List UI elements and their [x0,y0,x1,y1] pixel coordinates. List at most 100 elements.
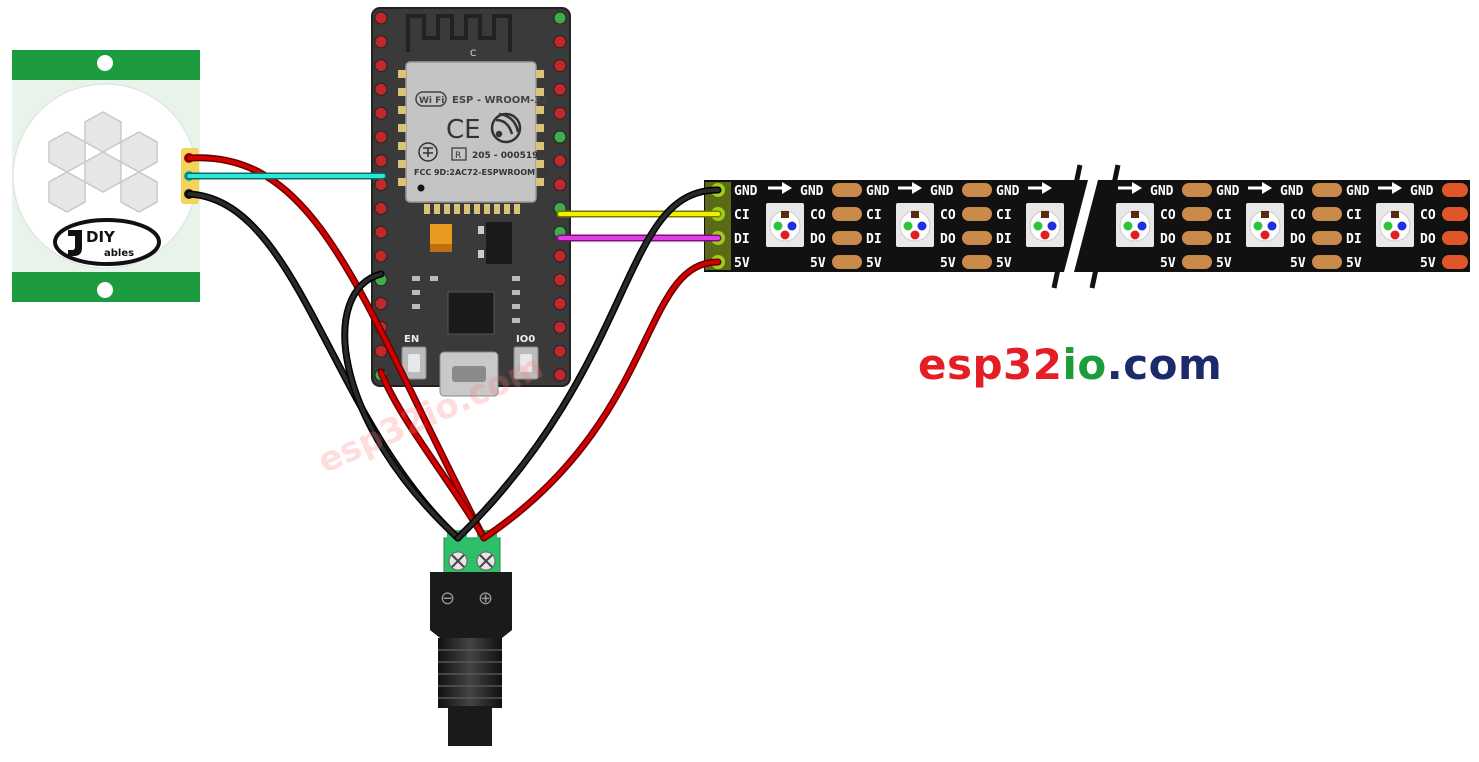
esp32-left-pin[interactable] [374,82,388,96]
diyables-logo-subtext: ables [104,248,134,259]
strip-label-gnd: GND [1410,184,1434,199]
usb-uart-chip [447,291,495,335]
wire-esp-vin [379,370,486,540]
esp32-left-pin[interactable] [374,344,388,358]
strip-label-di: DI [734,232,750,247]
strip-label-di: DI [866,232,882,247]
rgb-led-chip [766,203,804,247]
esp32-right-pin[interactable] [553,130,567,144]
data-direction-arrow-icon [1118,182,1142,194]
strip-label-5v: 5V [810,256,826,271]
strip-label-co: CO [940,208,956,223]
strip-solder-pad [1442,183,1468,197]
module-side-pad [398,142,406,150]
strip-solder-pad [962,255,992,269]
module-side-pad [398,124,406,132]
esp32-right-pin[interactable] [553,297,567,311]
wires [185,154,722,542]
strip-segments: GND GND CO CI DO DI 5V 5V GND GND CO CI DO DI 5V 5V GND G… [766,182,1468,271]
strip-label-co: CO [810,208,826,223]
strip-label-gnd: GND [800,184,824,199]
esp32-right-pin[interactable] [553,82,567,96]
esp32-left-pin[interactable] [374,106,388,120]
esp32-right-pin[interactable] [553,368,567,382]
strip-label-5v: 5V [1160,256,1176,271]
brand-part-io: io [1062,340,1107,389]
strip-label-co: CO [1290,208,1306,223]
strip-solder-pad [1442,255,1468,269]
polarity-minus-label: ⊖ [440,588,455,609]
antenna-trace [406,14,512,52]
esp32-right-pin[interactable] [553,35,567,49]
wire-pir-vcc [187,155,486,540]
wire-strip-gnd [456,188,720,540]
regulatory-id: 205 - 000519 [472,151,538,161]
diyables-logo-text: DIY [86,228,116,246]
strip-solder-pad [832,255,862,269]
module-side-pad [536,106,544,114]
module-side-pad [536,88,544,96]
rgb-led-chip [896,203,934,247]
esp32-left-pin[interactable] [374,225,388,239]
strip-label-gnd: GND [930,184,954,199]
io0-label: IO0 [516,334,535,345]
rgb-led-chip [1026,203,1064,247]
data-direction-arrow-icon [898,182,922,194]
rgb-led-chip [1116,203,1154,247]
strip-solder-pad [1182,255,1212,269]
strip-label-5v: 5V [1290,256,1306,271]
strip-label-di: DI [1346,232,1362,247]
strip-label-gnd: GND [1346,184,1370,199]
svg-text:R: R [455,151,461,161]
esp32-left-pin[interactable] [374,35,388,49]
esp32-left-pin[interactable] [374,130,388,144]
esp32-right-pin[interactable] [553,106,567,120]
strip-label-gnd: GND [1150,184,1174,199]
esp32-left-pin[interactable] [374,154,388,168]
strip-label-do: DO [1160,232,1176,247]
esp32-right-pin[interactable] [553,344,567,358]
esp32-left-pin[interactable] [374,59,388,73]
strip-label-ci: CI [734,208,750,223]
esp32-left-pin[interactable] [374,249,388,263]
fcc-id: FCC 9D:2AC72-ESPWROOM 32 [414,168,549,177]
voltage-regulator [486,222,512,264]
data-direction-arrow-icon [1378,182,1402,194]
strip-solder-pad [1312,207,1342,221]
data-direction-arrow-icon [768,182,792,194]
led-strip: GND CI DI 5V GND GND CO CI DO DI 5V 5V GND GND CO C… [704,164,1470,289]
esp32-right-pin[interactable] [553,11,567,25]
esp32-right-pin[interactable] [553,249,567,263]
esp32-board: C Wi Fi ESP - WROOM-32 CE R 205 - 000519… [371,7,571,397]
esp32-left-pin[interactable] [374,297,388,311]
strip-label-gnd: GND [1216,184,1240,199]
module-side-pad [398,88,406,96]
module-side-pad [398,160,406,168]
telec-mark-icon [418,142,438,162]
wire-esp-gnd [342,272,460,540]
strip-label-ci: CI [866,208,882,223]
esp32-left-pin[interactable] [374,201,388,215]
strip-break-mark-2 [1089,164,1121,289]
esp32-left-pin[interactable] [374,178,388,192]
esp32-right-pin[interactable] [553,320,567,334]
strip-solder-pad [1182,231,1212,245]
strip-solder-pad [1182,207,1212,221]
strip-solder-pad [1182,183,1212,197]
strip-label-co: CO [1160,208,1176,223]
jack-body [430,572,512,638]
esp32-right-pin[interactable] [553,59,567,73]
strip-solder-pad [962,231,992,245]
module-pads [424,204,520,214]
strip-label-ci: CI [1346,208,1362,223]
strip-label-gnd: GND [996,184,1020,199]
strip-label-do: DO [1290,232,1306,247]
esp32-left-pin[interactable] [374,11,388,25]
esp32-right-pin[interactable] [553,273,567,287]
pir-motion-sensor: DIY ables [12,50,200,302]
esp32-right-pin[interactable] [553,178,567,192]
strip-label-5v: 5V [866,256,882,271]
esp32-right-pin[interactable] [553,154,567,168]
wire-strip-5v [482,260,720,540]
